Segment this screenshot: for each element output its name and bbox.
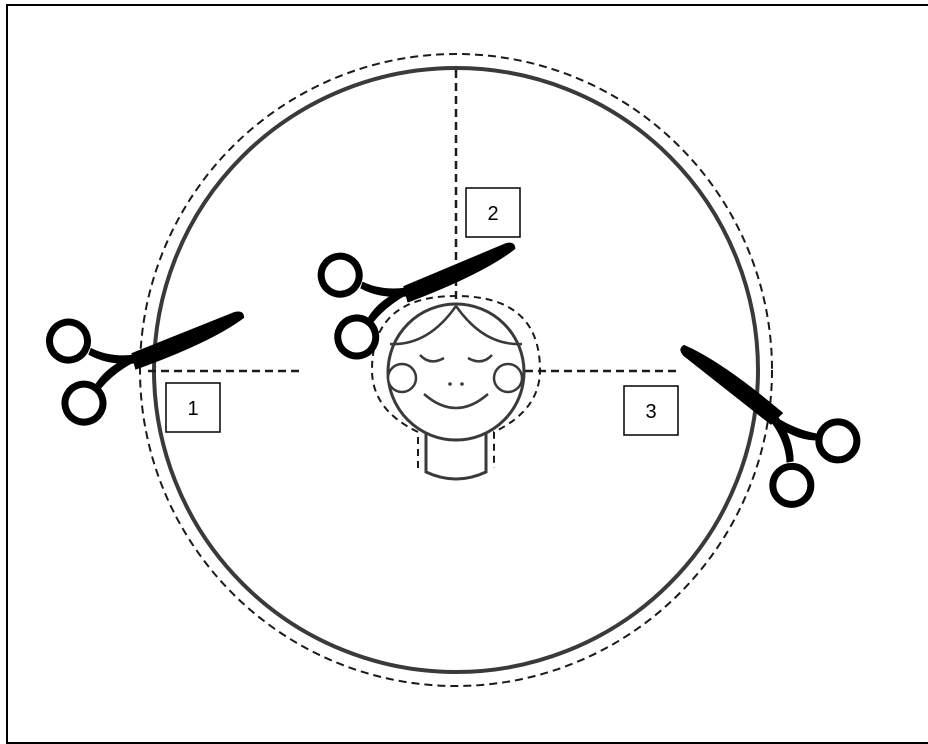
cutting-diagram: 1 2 3 bbox=[0, 0, 928, 723]
step-label-3: 3 bbox=[624, 386, 678, 435]
step-number-2: 2 bbox=[487, 203, 498, 225]
step-number-3: 3 bbox=[645, 401, 656, 423]
step-number-1: 1 bbox=[187, 398, 198, 420]
step-label-1: 1 bbox=[166, 383, 220, 432]
face-icon bbox=[372, 296, 540, 479]
step-label-2: 2 bbox=[466, 188, 520, 237]
scissors-icon bbox=[656, 301, 865, 512]
scissors-icon bbox=[45, 280, 259, 426]
